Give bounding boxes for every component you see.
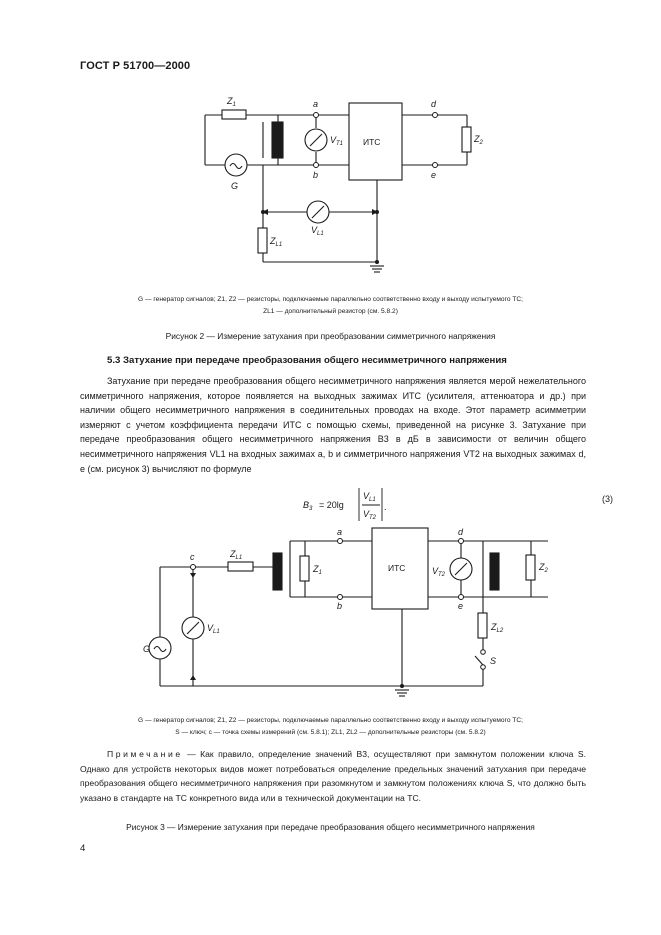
- label-vl1-fig3: VL1: [207, 623, 220, 635]
- label-a: a: [313, 99, 318, 109]
- section-heading: 5.3 Затухание при передаче преобразовани…: [107, 355, 507, 366]
- label-c: c: [190, 552, 195, 562]
- label-g: G: [231, 181, 238, 191]
- label-z1: Z1: [226, 96, 236, 108]
- formula-3: B3 = 20lg VL1 VT2 .: [303, 488, 387, 521]
- label-d-fig3: d: [458, 527, 464, 537]
- section-paragraph: Затухание при передаче преобразования об…: [80, 376, 586, 474]
- label-zl1-fig3: ZL1: [229, 549, 242, 561]
- figure-3-legend-2: S — ключ; c — точка схемы измерений (см.…: [175, 729, 486, 736]
- label-box-fig3: ИТС: [388, 563, 405, 573]
- svg-text:= 20lg: = 20lg: [319, 500, 344, 510]
- svg-text:B3: B3: [303, 500, 313, 512]
- label-zl2: ZL2: [490, 622, 504, 634]
- label-e-fig3: e: [458, 601, 463, 611]
- input-transformer-core: [272, 552, 283, 591]
- svg-text:VL1: VL1: [363, 491, 376, 503]
- resistor-zl1-fig3: [227, 561, 254, 572]
- figure-2-legend-2: ZL1 — дополнительный резистор (см. 5.8.2…: [263, 308, 398, 315]
- note: Примечание — Как правило, определение зн…: [80, 747, 586, 805]
- figure-3-diagram: c ZL1 Z1 a b d e VT2 Z2 G VL1 ZL2 S ИТС: [143, 527, 549, 697]
- page-number: 4: [80, 843, 86, 854]
- figure-2-diagram: Z1 a b d e Z2 G VT1 VL1 ZL1 ИТС: [204, 96, 484, 273]
- label-z2-fig3: Z2: [538, 562, 549, 574]
- resistor-zl1: [257, 227, 268, 254]
- label-b-fig3: b: [337, 601, 342, 611]
- label-b: b: [313, 170, 318, 180]
- svg-text:VT2: VT2: [363, 509, 377, 521]
- svg-text:.: .: [384, 502, 387, 512]
- label-a-fig3: a: [337, 527, 342, 537]
- resistor-z1: [221, 109, 247, 120]
- label-d: d: [431, 99, 437, 109]
- document-code: ГОСТ Р 51700—2000: [80, 60, 191, 72]
- label-g-fig3: G: [143, 644, 150, 654]
- note-text: — Как правило, определение значений B3, …: [80, 749, 586, 803]
- device-box: [348, 102, 403, 181]
- output-transformer-core: [489, 552, 500, 591]
- label-zl1: ZL1: [269, 236, 282, 248]
- label-vt1: VT1: [330, 135, 343, 147]
- resistor-z2-fig3: [525, 554, 536, 581]
- device-box-fig3: [371, 527, 429, 610]
- figure-3-legend-1: G — генератор сигналов; Z1, Z2 — резисто…: [138, 717, 523, 724]
- resistor-z1-fig3: [299, 555, 310, 582]
- label-vl1: VL1: [311, 225, 324, 237]
- formula-number: (3): [602, 494, 613, 504]
- figure-2-legend-1: G — генератор сигналов; Z1, Z2 — резисто…: [138, 296, 523, 303]
- resistor-zl2: [477, 612, 488, 639]
- label-vt2: VT2: [432, 566, 446, 578]
- label-z2: Z2: [473, 134, 484, 146]
- note-label: Примечание: [107, 749, 183, 759]
- label-e: e: [431, 170, 436, 180]
- label-s: S: [490, 656, 496, 666]
- label-z1-fig3: Z1: [312, 564, 322, 576]
- figure-2-caption: Рисунок 2 — Измерение затухания при прео…: [165, 331, 496, 341]
- transformer-core: [271, 121, 284, 159]
- figure-3-caption: Рисунок 3 — Измерение затухания при пере…: [126, 822, 535, 832]
- label-box: ИТС: [363, 137, 380, 147]
- resistor-z2: [461, 126, 472, 153]
